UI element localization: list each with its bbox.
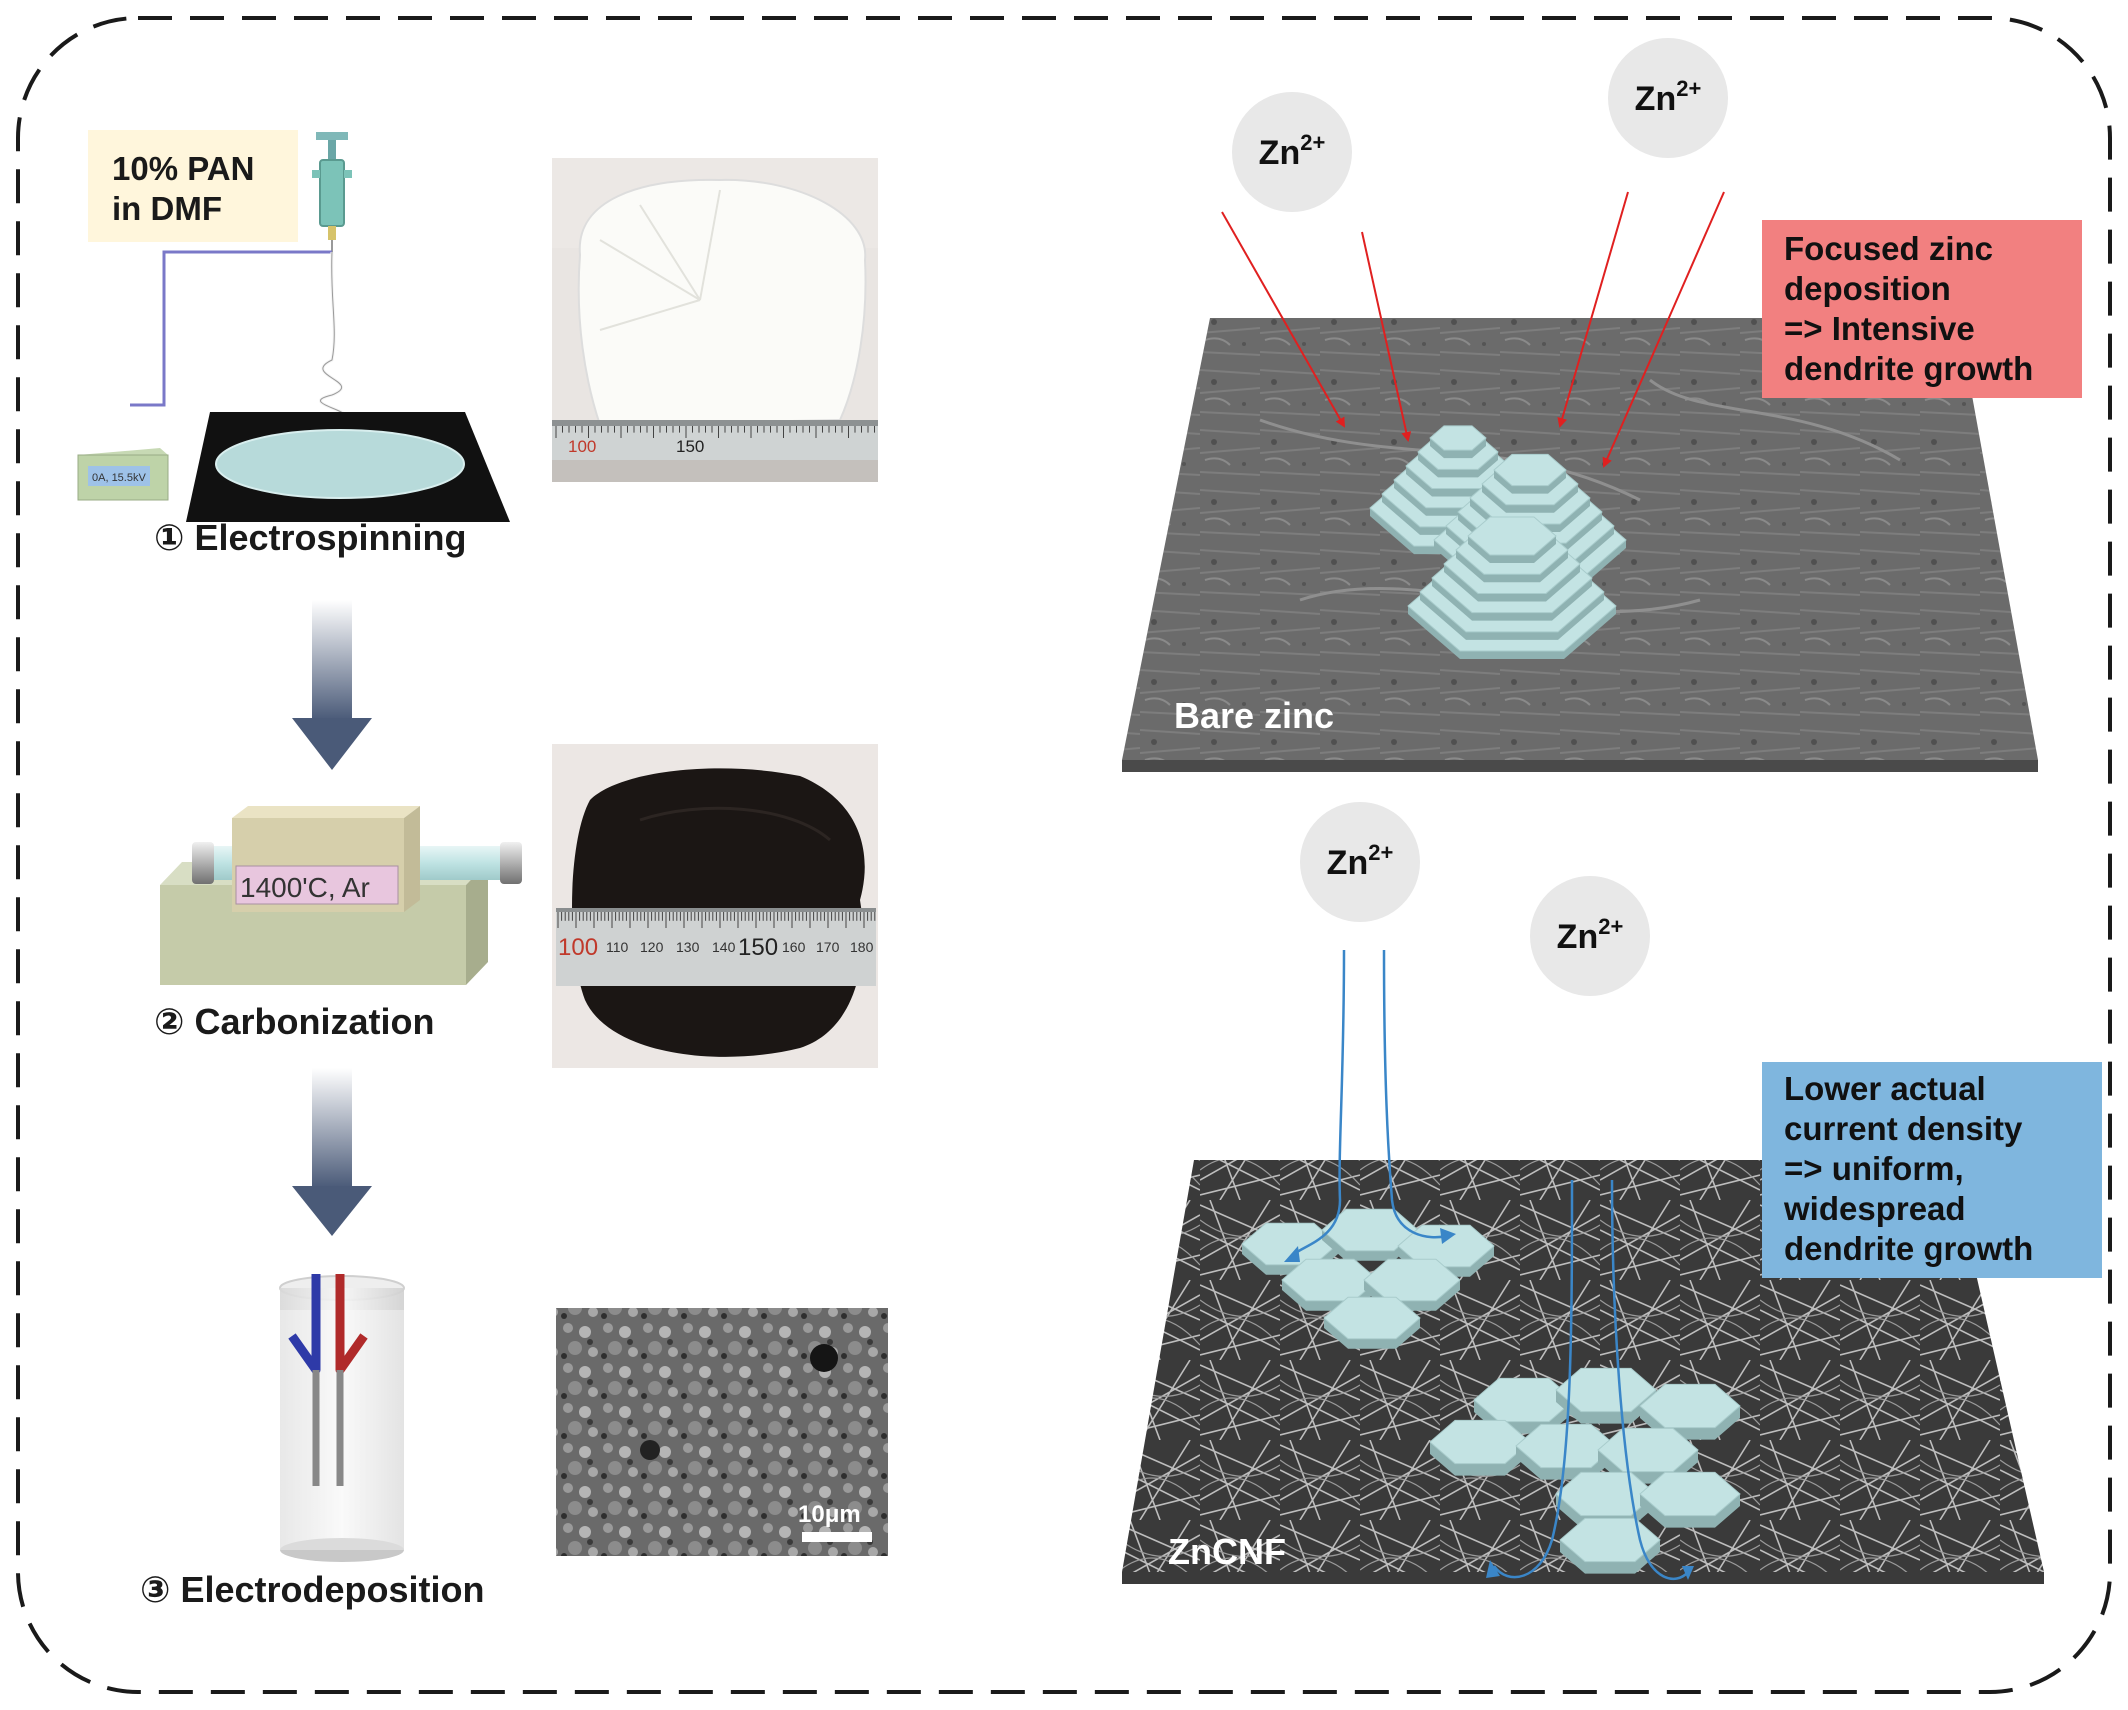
electrodeposition-cell bbox=[279, 1274, 405, 1562]
zncnf-plate-side bbox=[1122, 1572, 2044, 1584]
cnf-note-line-2: current density bbox=[1784, 1110, 2023, 1147]
bare-dendrite-stack bbox=[1369, 425, 1627, 660]
ruler2-number-100: 100 bbox=[558, 934, 598, 961]
bare-flux-arrows bbox=[1221, 191, 1725, 468]
bare-note-line-4: dendrite growth bbox=[1784, 350, 2033, 387]
ruler2-number-180: 180 bbox=[850, 939, 874, 955]
tube-furnace: 1400'C, Ar bbox=[160, 806, 522, 985]
ruler2-number-140: 140 bbox=[712, 939, 736, 955]
bare-ion-2-text: Zn2+ bbox=[1635, 76, 1702, 118]
cnf-flux-lines bbox=[1291, 949, 1689, 1581]
bare-note-box bbox=[1762, 220, 2082, 398]
bare-zinc-plate-side bbox=[1122, 760, 2038, 772]
electrospinning-setup: 10% PAN in DMF 0A, 15.5kV ① Electrospinn bbox=[77, 130, 510, 558]
cnf-dendrite-cluster-2 bbox=[1429, 1367, 1741, 1574]
cnf-note-line-5: dendrite growth bbox=[1784, 1230, 2033, 1267]
photo-white-mat: 100 150 bbox=[552, 158, 878, 482]
bare-note-line-1: Focused zinc bbox=[1784, 230, 1993, 267]
step1-label: ① Electrospinning bbox=[154, 517, 467, 558]
cnf-dendrite-cluster-1 bbox=[1241, 1208, 1495, 1349]
bare-ion-2: Zn2+ bbox=[1608, 38, 1728, 158]
cnf-ion-2: Zn2+ bbox=[1530, 876, 1650, 996]
sem-scale-bar bbox=[802, 1532, 872, 1542]
ruler2-number-150: 150 bbox=[738, 934, 778, 961]
ruler2-number-130: 130 bbox=[676, 939, 700, 955]
bare-ion-1-text: Zn2+ bbox=[1259, 130, 1326, 172]
ruler1-number-150: 150 bbox=[676, 437, 704, 456]
ruler1-number-100: 100 bbox=[568, 437, 596, 456]
cnf-ion-2-text: Zn2+ bbox=[1557, 914, 1624, 956]
collected-mat bbox=[215, 429, 465, 499]
dashed-frame bbox=[16, 16, 2112, 1694]
cnf-ion-1-text: Zn2+ bbox=[1327, 840, 1394, 882]
cnf-note-box bbox=[1762, 1062, 2102, 1278]
zncnf-label: ZnCNF bbox=[1168, 1531, 1286, 1572]
syringe-icon bbox=[312, 132, 352, 252]
cnf-note-line-4: widespread bbox=[1783, 1190, 1966, 1227]
furnace-label: 1400'C, Ar bbox=[240, 872, 370, 903]
ruler2-number-110: 110 bbox=[606, 939, 629, 955]
cnf-ion-1: Zn2+ bbox=[1300, 802, 1420, 922]
process-arrow-1 bbox=[292, 600, 372, 770]
bare-note-line-3: => Intensive bbox=[1784, 310, 1975, 347]
ruler2-number-160: 160 bbox=[782, 939, 806, 955]
zncnf-panel: ZnCNF Zn2+ Zn2+ Lower actual bbox=[1122, 802, 2102, 1584]
cnf-note: Lower actual current density => uniform,… bbox=[1783, 1070, 2033, 1267]
bare-ion-1: Zn2+ bbox=[1232, 92, 1352, 212]
solution-label-line1: 10% PAN bbox=[112, 150, 254, 187]
solution-label-line2: in DMF bbox=[112, 190, 222, 227]
solution-label-box bbox=[88, 130, 298, 242]
sem-image: 10μm bbox=[556, 1308, 888, 1556]
ruler2-number-120: 120 bbox=[640, 939, 664, 955]
bare-note-line-2: deposition bbox=[1784, 270, 1951, 307]
high-voltage-wire bbox=[130, 250, 332, 407]
step2-label: ② Carbonization bbox=[154, 1001, 434, 1042]
photo-black-mat: 100 110 120 130 140 150 160 170 180 bbox=[552, 744, 878, 1068]
cnf-note-line-1: Lower actual bbox=[1784, 1070, 1986, 1107]
bare-note: Focused zinc deposition => Intensive den… bbox=[1784, 230, 2033, 387]
power-supply: 0A, 15.5kV bbox=[77, 448, 169, 501]
cnf-flux-arrowheads bbox=[1284, 1228, 1694, 1580]
step3-label: ③ Electrodeposition bbox=[140, 1569, 485, 1610]
bare-zinc-label: Bare zinc bbox=[1174, 695, 1334, 736]
ruler2-number-170: 170 bbox=[816, 939, 840, 955]
sem-scale-text: 10μm bbox=[798, 1501, 861, 1528]
power-supply-label: 0A, 15.5kV bbox=[92, 472, 146, 484]
cnf-note-line-3: => uniform, bbox=[1784, 1150, 1964, 1187]
bare-zinc-panel: Bare zinc Zn2+ Zn2+ Focused zinc deposit… bbox=[1122, 38, 2082, 772]
process-arrow-2 bbox=[292, 1068, 372, 1236]
